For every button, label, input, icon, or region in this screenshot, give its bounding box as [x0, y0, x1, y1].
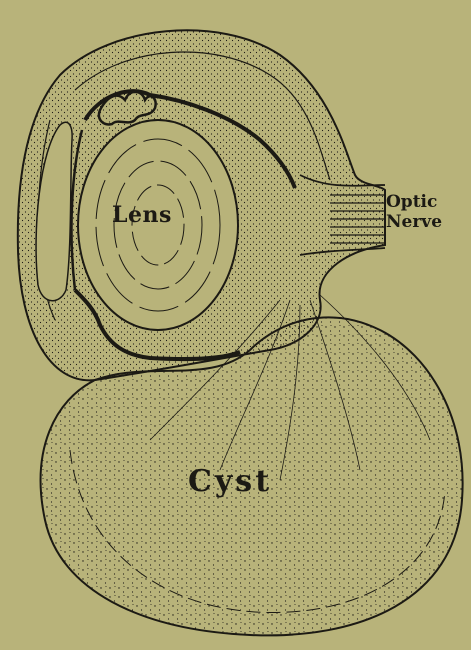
cyst-label: Cyst [188, 464, 272, 499]
optic-nerve-label: Optic Nerve [386, 192, 442, 232]
optic-nerve-label-line1: Optic [386, 192, 442, 212]
lens-label: Lens [112, 202, 172, 228]
optic-nerve-label-line2: Nerve [386, 212, 442, 232]
